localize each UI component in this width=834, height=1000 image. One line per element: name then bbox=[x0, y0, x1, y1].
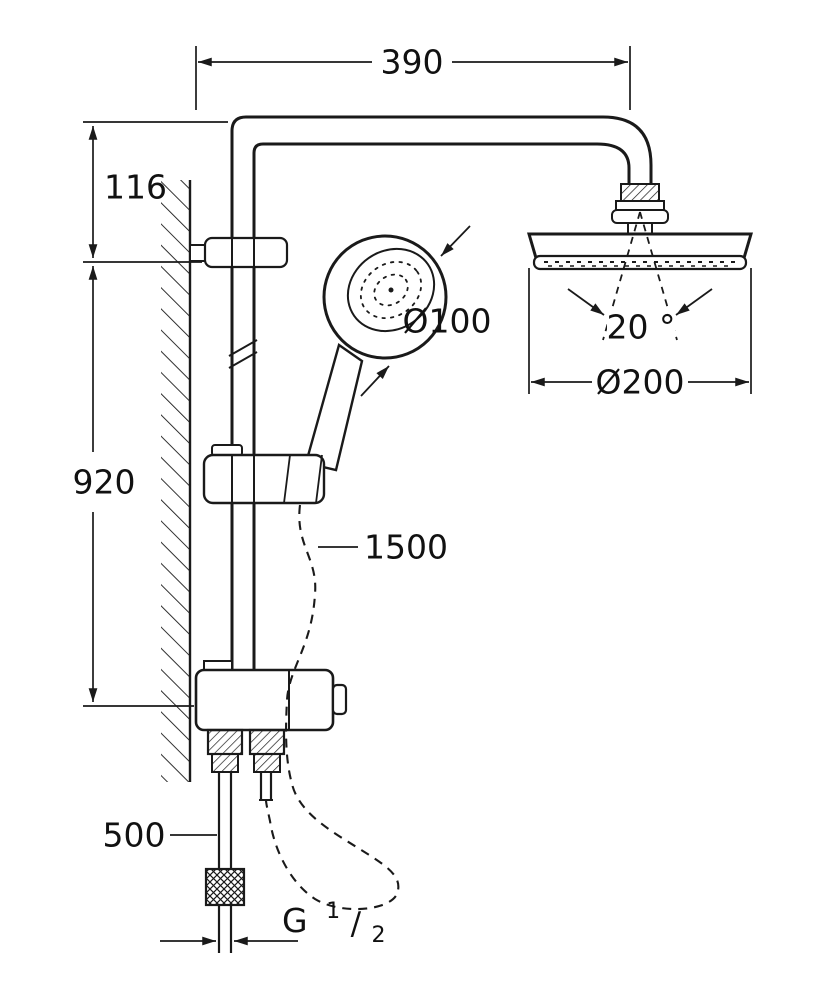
supply-hose-length-label: 500 bbox=[103, 816, 166, 855]
hand-shower-diameter-arrows bbox=[360, 225, 471, 397]
wall-section bbox=[161, 180, 192, 782]
head-shower bbox=[527, 232, 753, 271]
dimension-920 bbox=[83, 266, 194, 707]
shower-rail-and-arm bbox=[228, 115, 653, 670]
head-tilt-angle-label: 20 ° bbox=[607, 308, 676, 347]
thread-prefix: G bbox=[282, 901, 308, 940]
dimension-390 bbox=[195, 46, 631, 110]
supply-hose bbox=[204, 772, 246, 953]
top-width-label: 390 bbox=[381, 43, 444, 82]
shower-hose-length-label: 1500 bbox=[364, 528, 448, 567]
dimension-116 bbox=[83, 121, 228, 263]
shower-hose bbox=[264, 504, 400, 911]
braided-connector bbox=[204, 867, 246, 907]
dimension-d200 bbox=[528, 268, 752, 394]
thread-numerator: 1 bbox=[326, 899, 340, 924]
head-shower-connector bbox=[611, 183, 669, 235]
hand-shower-diameter-label: Ø100 bbox=[403, 302, 492, 341]
upper-offset-label: 116 bbox=[104, 168, 167, 207]
thread-denominator: 2 bbox=[372, 923, 386, 948]
head-shower-diameter-label: Ø200 bbox=[596, 363, 685, 402]
diverter-body bbox=[194, 660, 348, 732]
thread-slash: / bbox=[351, 906, 362, 942]
thread-size-label: G 1 / 2 bbox=[282, 887, 386, 948]
head-tilt-indication bbox=[567, 211, 713, 345]
hand-shower bbox=[304, 234, 448, 472]
slider-holder bbox=[202, 444, 326, 505]
top-wall-bracket bbox=[189, 236, 289, 269]
supply-fittings bbox=[206, 728, 286, 801]
rail-height-label: 920 bbox=[73, 463, 136, 502]
